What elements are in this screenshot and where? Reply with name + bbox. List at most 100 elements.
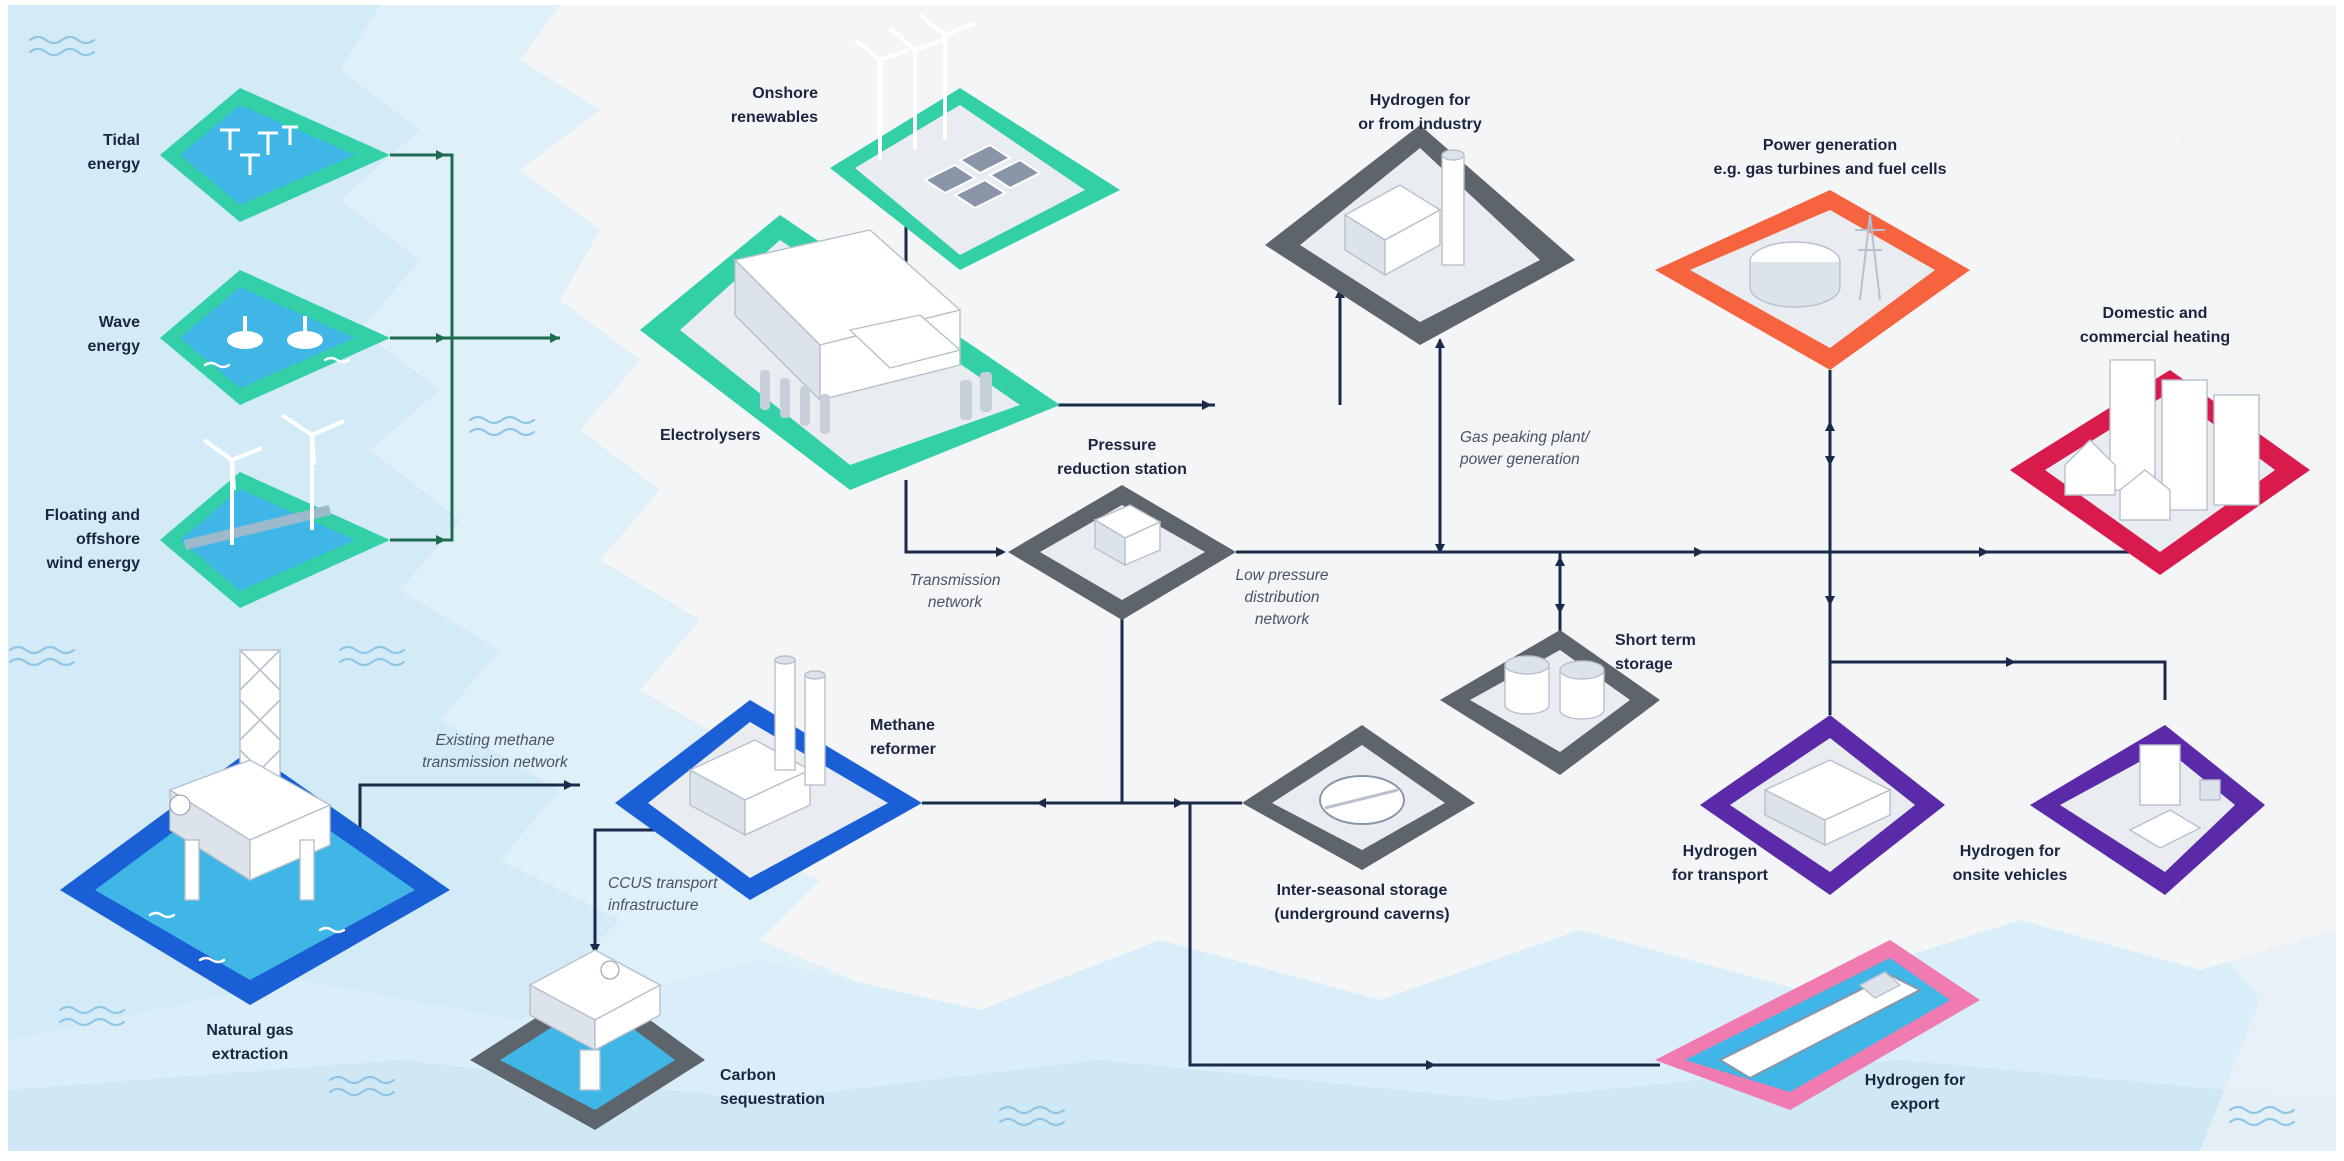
wind-node <box>160 413 390 608</box>
label-line: Floating and <box>45 507 140 524</box>
electrolysers-node <box>640 215 1060 490</box>
onshore-label: Onshore renewables <box>731 85 818 126</box>
electrolyser-plant-icon <box>733 229 992 434</box>
label-line: infrastructure <box>608 897 699 914</box>
cavern-icon <box>1319 775 1405 825</box>
label-line: Carbon <box>720 1067 776 1084</box>
tidal-label: Tidal energy <box>88 132 141 173</box>
tidal-node <box>160 88 390 222</box>
pressure-station-icon <box>1093 504 1162 567</box>
carbon-label: Carbon sequestration <box>720 1067 825 1108</box>
sequestration-platform-icon <box>528 949 662 1091</box>
transmission-label: Transmission network <box>909 572 1000 611</box>
wave-energy-icon <box>203 316 351 369</box>
label-line: Hydrogen for <box>1370 92 1470 109</box>
export-node <box>1655 940 1980 1110</box>
wind-turbine-icon <box>202 413 345 545</box>
solar-panel-icon <box>922 143 1043 210</box>
label-line: power generation <box>1459 451 1580 468</box>
label-line: network <box>928 594 984 611</box>
label-line: Wave <box>99 314 140 331</box>
connection-lines <box>358 150 2167 1070</box>
label-line: Onshore <box>752 85 818 102</box>
label-line: export <box>1891 1096 1941 1113</box>
interseasonal-node <box>1242 725 1475 870</box>
wave-node <box>160 270 390 405</box>
industry-node <box>1265 125 1575 345</box>
label-line: wind energy <box>46 555 140 572</box>
label-line: Power generation <box>1763 137 1897 154</box>
label-line: reduction station <box>1057 461 1187 478</box>
label-line: network <box>1255 611 1311 628</box>
label-line: Transmission <box>909 572 1000 589</box>
industry-label: Hydrogen for or from industry <box>1358 92 1482 133</box>
wind-label: Floating and offshore wind energy <box>45 507 140 572</box>
apartment-buildings-icon <box>2064 359 2260 521</box>
label-line: Electrolysers <box>660 427 761 444</box>
label-line: commercial heating <box>2080 329 2230 346</box>
tidal-turbine-icon <box>220 125 298 175</box>
methane-node <box>615 655 922 900</box>
label-line: Pressure <box>1088 437 1157 454</box>
pressure-node <box>1008 485 1236 620</box>
label-line: e.g. gas turbines and fuel cells <box>1714 161 1947 178</box>
label-line: or from industry <box>1358 116 1482 133</box>
label-line: Natural gas <box>206 1022 293 1039</box>
natural-gas-label: Natural gas extraction <box>206 1022 293 1063</box>
label-line: storage <box>1615 656 1673 673</box>
wave-label: Wave energy <box>88 314 141 355</box>
label-line: transmission network <box>422 754 569 771</box>
domestic-node <box>2010 359 2310 575</box>
power-label: Power generation e.g. gas turbines and fu… <box>1714 137 1947 178</box>
natural-gas-node <box>60 649 450 1005</box>
domestic-label: Domestic and commercial heating <box>2080 305 2230 346</box>
label-line: Hydrogen for <box>1960 843 2060 860</box>
label-line: Hydrogen <box>1683 843 1758 860</box>
label-line: (underground caverns) <box>1274 906 1449 923</box>
label-line: energy <box>88 338 141 355</box>
label-line: energy <box>88 156 141 173</box>
label-line: Domestic and <box>2103 305 2208 322</box>
onshore-node <box>830 13 1120 270</box>
low-pressure-label: Low pressure distribution network <box>1235 567 1328 628</box>
label-line: reformer <box>870 741 936 758</box>
label-line: Tidal <box>103 132 140 149</box>
forklift-icon <box>2128 744 2221 849</box>
carbon-node <box>470 949 705 1130</box>
electrolysers-label: Electrolysers <box>660 427 761 444</box>
onsite-label: Hydrogen for onsite vehicles <box>1953 843 2068 884</box>
onsite-node <box>2030 725 2265 895</box>
interseasonal-label: Inter-seasonal storage (underground caver… <box>1274 882 1449 923</box>
label-line: renewables <box>731 109 818 126</box>
gas-peaking-label: Gas peaking plant/power generation <box>1459 429 1591 468</box>
decorative-waves <box>8 35 2296 1127</box>
factory-icon <box>1343 149 1465 277</box>
storage-tank-icon <box>1504 655 1605 720</box>
methane-reformer-icon <box>688 655 826 837</box>
power-station-icon <box>1749 214 1885 308</box>
existing-methane-label: Existing methane transmission network <box>422 732 569 771</box>
transport-label: Hydrogen for transport <box>1672 843 1769 884</box>
label-line: for transport <box>1672 867 1769 884</box>
label-line: Inter-seasonal storage <box>1277 882 1448 899</box>
label-line: extraction <box>212 1046 288 1063</box>
label-line: Existing methane <box>436 732 555 749</box>
pressure-label: Pressure reduction station <box>1057 437 1187 478</box>
label-line: onsite vehicles <box>1953 867 2068 884</box>
label-line: Gas peaking plant/ <box>1460 429 1591 446</box>
wind-turbine-icon <box>853 13 976 160</box>
label-line: sequestration <box>720 1091 825 1108</box>
oil-rig-icon <box>168 649 332 901</box>
label-line: Low pressure <box>1235 567 1328 584</box>
label-line: offshore <box>76 531 140 548</box>
label-line: distribution <box>1245 589 1320 606</box>
ship-icon <box>1717 971 1923 1080</box>
transport-node <box>1700 715 1945 895</box>
